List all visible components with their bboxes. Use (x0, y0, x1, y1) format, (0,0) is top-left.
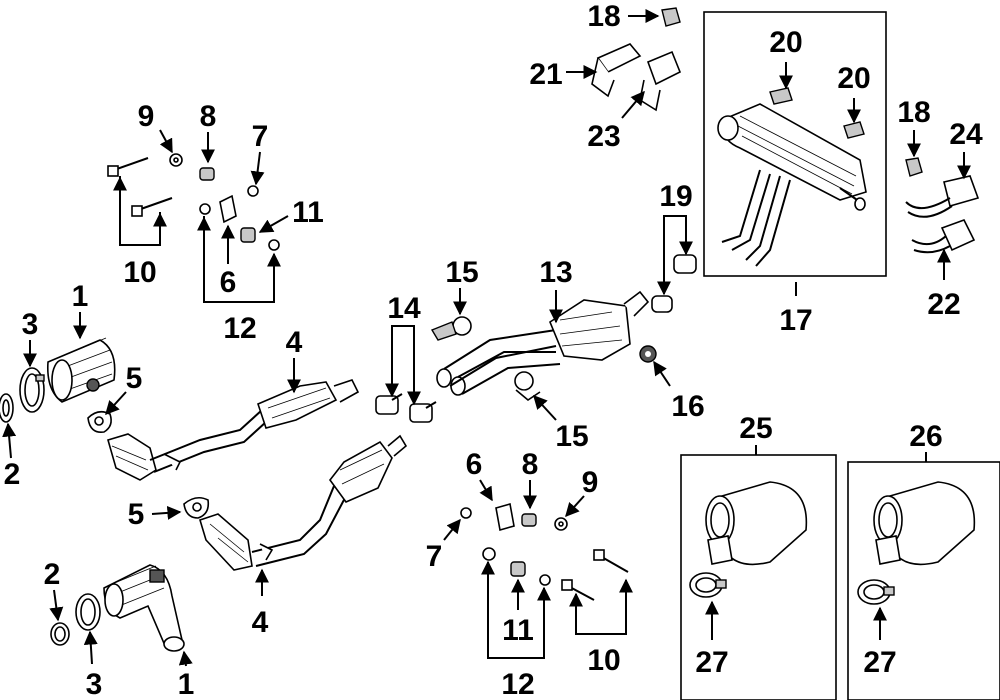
gasket-lower-left (50, 622, 70, 646)
clamp-14-left (375, 393, 403, 415)
turbo-outlet-upper (46, 337, 116, 403)
clamp-19-upper (673, 254, 697, 274)
callout-14: 14 (387, 292, 421, 325)
callout-20-left: 20 (769, 26, 802, 59)
callout-9-upper: 9 (138, 100, 155, 133)
callout-8-lower: 8 (522, 448, 539, 481)
hanger-15-lower (514, 371, 541, 401)
callout-15-lower: 15 (555, 420, 588, 453)
clamp-upper-left (19, 367, 45, 413)
turbo-outlet-lower (103, 564, 185, 652)
callout-16: 16 (671, 390, 704, 423)
callout-25: 25 (739, 412, 772, 445)
isolator-16 (639, 345, 657, 363)
callout-18-right: 18 (897, 96, 930, 129)
callout-10-lower: 10 (587, 644, 620, 677)
callout-18-top: 18 (587, 0, 620, 33)
callout-7-upper: 7 (252, 120, 269, 153)
callout-2-upper: 2 (4, 458, 21, 491)
clip-20-right (843, 121, 865, 139)
muffler-group-frame (703, 11, 887, 277)
exhaust-tip-25 (705, 481, 808, 566)
callout-labels: 1 3 2 5 4 9 8 7 11 10 6 12 5 4 2 3 1 14 … (4, 0, 983, 700)
front-pipe-catalytic-lower (199, 434, 408, 571)
intermediate-pipe-muffler (436, 290, 650, 396)
hardware-set-lower (460, 502, 629, 601)
callout-23: 23 (587, 120, 620, 153)
callout-26: 26 (909, 420, 942, 453)
callout-24: 24 (949, 118, 983, 151)
tail-pipe-24 (905, 175, 980, 218)
tip-kit-25-frame (680, 454, 837, 700)
callout-27-left: 27 (695, 646, 728, 679)
callout-2-lower: 2 (44, 558, 61, 591)
callout-12-upper: 12 (223, 312, 256, 345)
callout-22: 22 (927, 288, 960, 321)
front-pipe-catalytic-upper (107, 379, 360, 481)
callout-1-lower: 1 (178, 668, 195, 700)
callout-6-lower: 6 (466, 448, 483, 481)
callout-4-upper: 4 (286, 326, 303, 359)
callout-3-upper: 3 (22, 308, 39, 341)
callout-3-lower: 3 (86, 668, 103, 700)
clamp-lower-left (75, 593, 101, 631)
callout-10-upper: 10 (123, 256, 156, 289)
callout-1-upper: 1 (72, 280, 89, 313)
clamp-27-left (689, 572, 727, 598)
callout-9-lower: 9 (582, 466, 599, 499)
nut-18-right (905, 157, 923, 177)
hanger-15-upper (430, 316, 472, 341)
callout-5-lower: 5 (128, 498, 145, 531)
tip-kit-26-frame (847, 461, 1000, 700)
callout-8-upper: 8 (200, 100, 217, 133)
flange-gasket-lower (183, 496, 210, 519)
callout-11-lower: 11 (502, 614, 534, 647)
callout-27-right: 27 (863, 646, 896, 679)
gasket-upper-left (0, 393, 14, 423)
clamp-27-right (857, 579, 895, 605)
callout-21: 21 (529, 58, 562, 91)
tip-bracket-23 (639, 50, 682, 112)
rear-muffler-17 (717, 103, 867, 267)
callout-19: 19 (659, 180, 692, 213)
flange-gasket-upper (87, 410, 112, 434)
hardware-set-upper (107, 153, 280, 251)
clamp-14-right (409, 401, 437, 423)
clip-20-left (769, 87, 793, 105)
exhaust-tip-26 (873, 481, 976, 566)
callout-20-right: 20 (837, 62, 870, 95)
leader-lines (2, 9, 971, 667)
callout-6-upper: 6 (220, 266, 237, 299)
callout-11-upper: 11 (292, 196, 324, 229)
tip-bracket-21 (591, 43, 642, 98)
tail-pipe-22 (911, 219, 976, 254)
callout-4-lower: 4 (252, 606, 269, 639)
nut-18-top (661, 7, 681, 27)
callout-13: 13 (539, 256, 572, 289)
callout-17: 17 (779, 304, 812, 337)
callout-15-upper: 15 (445, 256, 478, 289)
callout-7-lower: 7 (426, 540, 443, 573)
clamp-19-lower (651, 295, 673, 313)
callout-5-upper: 5 (126, 362, 143, 395)
callout-12-lower: 12 (501, 668, 534, 700)
